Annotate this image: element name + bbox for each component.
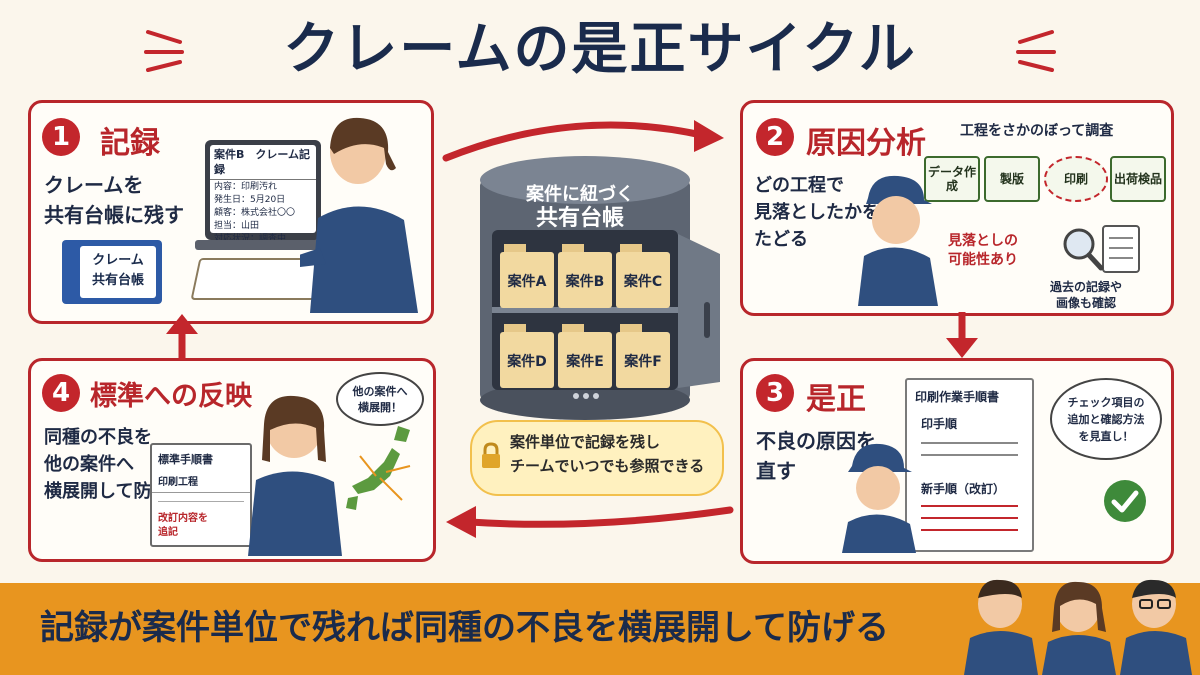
step-4-speech-bubble: 他の案件へ横展開！: [336, 372, 424, 426]
missed-label: 見落としの可能性あり: [948, 233, 1018, 268]
step-2-text: どの工程で見落としたかをたどる: [754, 175, 880, 250]
japan-map-icon: [346, 426, 411, 510]
arrow-step1-to-step2: [442, 120, 724, 162]
folder-label: 案件F: [623, 353, 662, 370]
ledger-binder-icon: クレーム共有台帳: [62, 240, 162, 304]
page-title: クレームの是正サイクル: [283, 17, 917, 82]
lock-icon: [482, 442, 500, 468]
team-members-icon: [964, 579, 1192, 675]
laptop-header: 案件B クレーム記録: [210, 145, 316, 180]
step-2-panel: [740, 100, 1174, 316]
shared-ledger-cabinet-icon: 案件A 案件B 案件C 案件D 案件E 案件F: [480, 156, 720, 420]
folder-label: 案件E: [565, 353, 604, 370]
folder-案件E: 案件E: [558, 324, 612, 388]
laptop-record-lines: 内容：印刷汚れ 発生日：5月20日 顧客：株式会社〇〇 担当：山田 対応状況：調…: [214, 182, 296, 244]
step-3-title: 是正: [806, 382, 866, 417]
process-shipping-inspection: 出荷検品: [1110, 156, 1166, 202]
person-recording-icon: [300, 117, 418, 313]
person-reading-icon: [248, 395, 342, 556]
step-3-number: 3: [756, 374, 794, 412]
step-4-text: 同種の不良を他の案件へ横展開して防ぐ: [44, 427, 170, 502]
person-analyzing-icon: [858, 175, 938, 306]
emphasis-lines-right-icon: [1016, 30, 1056, 72]
center-note-box: [470, 420, 724, 496]
laptop-icon: 案件B クレーム記録 内容：印刷汚れ 発生日：5月20日 顧客：株式会社〇〇 担…: [205, 140, 321, 244]
book-section: 印刷工程: [152, 469, 250, 493]
folder-案件D: 案件D: [500, 324, 554, 388]
step-1-title: 記録: [100, 126, 160, 161]
folder-案件F: 案件F: [616, 324, 670, 388]
arrow-step4-to-step1: [166, 314, 198, 360]
process-printing: 印刷: [1044, 156, 1108, 202]
process-platemaking: 製版: [984, 156, 1040, 202]
step-3-text: 不良の原因を直す: [756, 429, 876, 483]
magnifier-clipboard-icon: [1063, 225, 1140, 273]
doc-section-new: 新手順（改訂）: [921, 482, 1006, 496]
folder-案件A: 案件A: [500, 244, 554, 308]
arrow-step2-to-step3: [946, 312, 978, 358]
person-correcting-icon: [842, 443, 916, 553]
step-1-text: クレームを共有台帳に残す: [44, 173, 184, 227]
folder-label: 案件B: [565, 273, 605, 290]
step-3-speech-bubble: チェック項目の追加と確認方法を見直し！: [1050, 378, 1162, 460]
folder-案件B: 案件B: [558, 244, 612, 308]
cabinet-title: 案件に紐づく 共有台帳: [526, 184, 634, 231]
emphasis-lines-left-icon: [144, 30, 184, 72]
trace-label: 工程をさかのぼって調査: [960, 123, 1114, 139]
doc-title: 印刷作業手順書: [915, 390, 1000, 404]
step-2-number: 2: [756, 118, 794, 156]
book-note: 改訂内容を追記: [158, 513, 208, 538]
step-1-number: 1: [42, 118, 80, 156]
step-4-title: 標準への反映: [90, 381, 252, 412]
folder-label: 案件A: [507, 273, 547, 290]
step-4-number: 4: [42, 374, 80, 412]
procedure-document: 印刷作業手順書 印手順 新手順（改訂）: [905, 378, 1034, 552]
arrow-step3-to-step4: [446, 506, 734, 538]
review-label: 過去の記録や画像も確認: [1050, 280, 1123, 310]
standard-manual-book: 標準手順書 印刷工程 改訂内容を追記: [150, 443, 252, 547]
check-icon: [1104, 480, 1146, 522]
folder-label: 案件C: [623, 273, 662, 290]
doc-section-old: 印手順: [921, 417, 958, 431]
step-2-title: 原因分析: [806, 126, 926, 161]
banner-text: 記録が案件単位で残れば同種の不良を横展開して防げる: [40, 608, 889, 648]
center-note-text: 案件単位で記録を残しチームでいつでも参照できる: [510, 433, 705, 475]
folder-案件C: 案件C: [616, 244, 670, 308]
laptop-base: [195, 240, 335, 250]
folder-label: 案件D: [506, 353, 547, 370]
process-data-creation: データ作成: [924, 156, 980, 202]
book-title: 標準手順書: [158, 453, 213, 466]
